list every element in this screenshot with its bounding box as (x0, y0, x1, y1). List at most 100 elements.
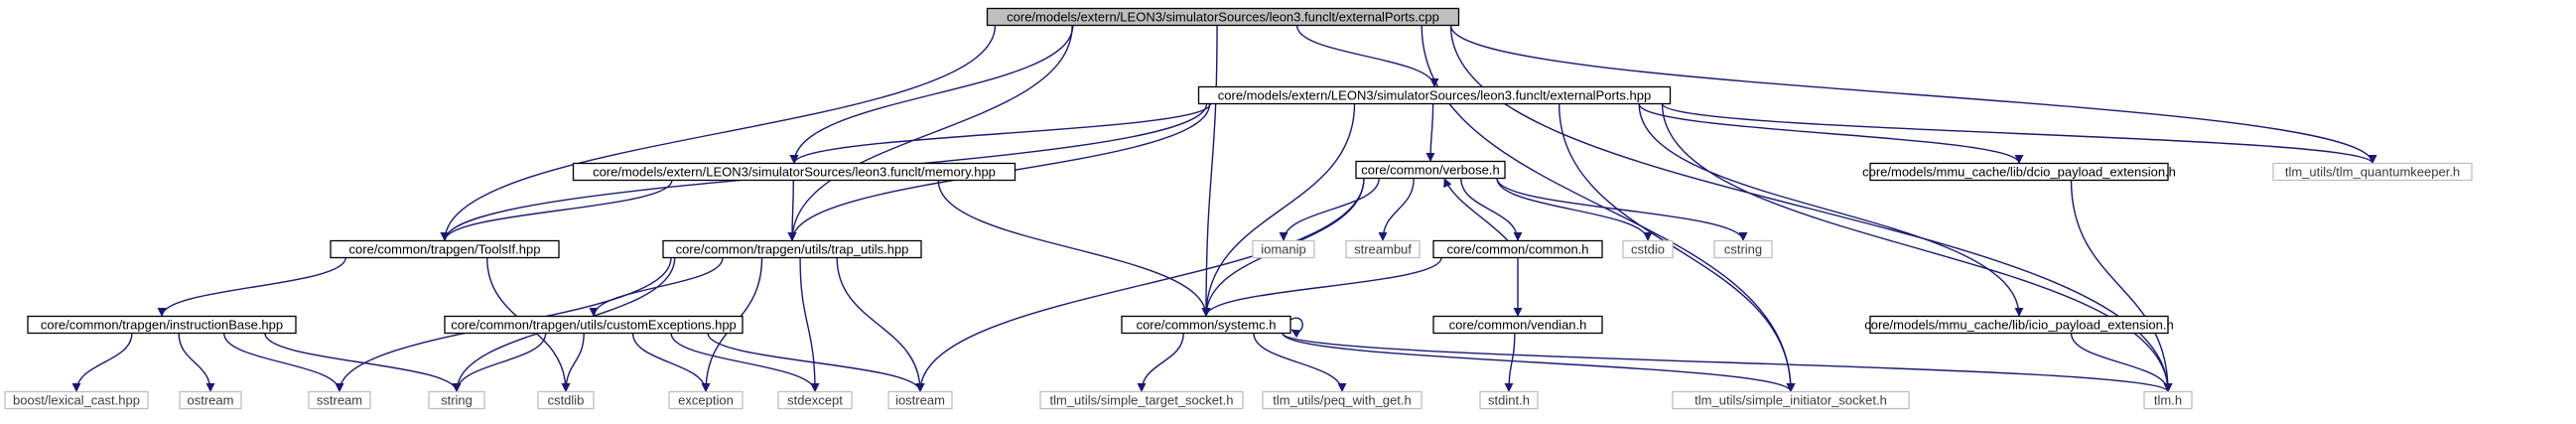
edge (787, 25, 1073, 241)
node-tlm-quantumkeeper-h: tlm_utils/tlm_quantumkeeper.h (2272, 162, 2473, 182)
node-instructionbase-hpp[interactable]: core/common/trapgen/instructionBase.hpp (27, 315, 297, 335)
edge-externalports-cpp-to-memory-hpp (789, 25, 1074, 164)
edge (915, 178, 1365, 392)
node-customexceptions-hpp[interactable]: core/common/trapgen/utils/customExceptio… (444, 315, 744, 335)
node-label: boost/lexical_cast.hpp (13, 393, 140, 408)
edge-customexceptions-hpp-to-iostream (707, 333, 925, 392)
edge-verbose-h-to-iomanip (1279, 178, 1380, 241)
node-label: cstdio (1631, 242, 1665, 257)
edge (222, 333, 344, 392)
edge (1558, 103, 1796, 392)
edge (440, 180, 673, 241)
node-label: iostream (895, 393, 945, 408)
node-memory-hpp[interactable]: core/models/extern/LEON3/simulatorSource… (572, 162, 1017, 182)
edge (1496, 178, 1748, 241)
node-vendian-h[interactable]: core/common/vendian.h (1432, 315, 1603, 335)
node-label: core/models/extern/LEON3/simulatorSource… (1218, 88, 1651, 103)
node-label: ostream (188, 393, 234, 408)
node-label: core/models/extern/LEON3/simulatorSource… (593, 165, 996, 180)
edge-externalports-cpp-to-externalports-hpp (1295, 25, 1439, 87)
edge-memory-hpp-to-toolsif-hpp (440, 180, 673, 241)
edge (1443, 178, 1509, 241)
edge (1661, 103, 2173, 392)
edge (1378, 178, 1415, 241)
edge (1289, 317, 1303, 339)
node-verbose-h[interactable]: core/common/verbose.h (1355, 160, 1506, 180)
node-label: core/common/common.h (1446, 242, 1588, 257)
node-externalports-cpp[interactable]: core/models/extern/LEON3/simulatorSource… (986, 7, 1460, 27)
node-systemc-h[interactable]: core/common/systemc.h (1121, 315, 1291, 335)
node-box (887, 390, 953, 410)
edge-externalports-hpp-to-icio-payload-h (1638, 103, 2024, 317)
edge (1282, 333, 1796, 392)
node-stdexcept: stdexcept (777, 390, 853, 410)
edge-systemc-h-to-simple-initiator-socket (1282, 333, 1796, 392)
node-box (1479, 390, 1539, 410)
edge (789, 25, 1074, 164)
edge-externalports-cpp-to-tlm-h (1449, 25, 2173, 392)
edge-verbose-h-to-cstdio (1496, 178, 1653, 241)
node-box (537, 390, 595, 410)
edge (1504, 333, 1516, 392)
edge-customexceptions-hpp-to-exception (631, 333, 711, 392)
edge-dcio-payload-h-to-tlm-h (2070, 180, 2173, 392)
node-box (428, 390, 485, 410)
edge-systemc-h-to-tlm-h (1282, 332, 2173, 393)
node-ostream: ostream (179, 390, 242, 410)
node-label: streambuf (1354, 242, 1412, 257)
node-externalports-hpp[interactable]: core/models/extern/LEON3/simulatorSource… (1197, 85, 1672, 105)
edge-externalports-hpp-to-memory-hpp (789, 103, 1211, 164)
node-label: core/models/extern/LEON3/simulatorSource… (1007, 10, 1439, 25)
edge (1201, 25, 1218, 317)
edge (264, 333, 462, 392)
node-box (179, 390, 242, 410)
node-common-h[interactable]: core/common/common.h (1432, 239, 1603, 259)
edge-customexceptions-hpp-to-string (452, 333, 547, 392)
node-box (777, 390, 853, 410)
edge (1638, 103, 2024, 164)
node-box (308, 390, 371, 410)
node-label: core/common/vendian.h (1449, 318, 1587, 333)
edge (452, 333, 547, 392)
edge-externalports-cpp-to-toolsif-hpp (440, 25, 997, 241)
node-box (668, 390, 744, 410)
edge (937, 180, 1211, 317)
edge-vendian-h-to-stdint-h (1504, 333, 1516, 392)
edge (1449, 25, 2377, 164)
node-cstring: cstring (1713, 239, 1773, 259)
edge-systemc-h-to-simple-target-socket (1137, 333, 1184, 392)
node-box (1252, 239, 1315, 259)
edge (1496, 178, 1653, 241)
node-label: tlm_utils/peq_with_get.h (1273, 393, 1411, 408)
edge-memory-hpp-to-trap-utils-hpp (787, 180, 797, 241)
node-simple-target-socket: tlm_utils/simple_target_socket.h (1039, 390, 1244, 410)
node-icio-payload-h[interactable]: core/models/mmu_cache/lib/icio_payload_e… (1864, 315, 2174, 335)
node-box (1355, 160, 1506, 180)
edge-verbose-h-to-cstring (1496, 178, 1748, 241)
node-label: core/common/trapgen/utils/trap_utils.hpp (676, 242, 909, 257)
edge (1449, 25, 2173, 392)
edge-toolsif-hpp-to-instructionbase-hpp (157, 257, 346, 317)
edge (2070, 180, 2173, 392)
node-toolsif-hpp[interactable]: core/common/trapgen/ToolsIf.hpp (330, 239, 560, 259)
edge-customexceptions-hpp-to-cstdlib (561, 333, 585, 392)
edge-trap-utils-hpp-to-stdexcept (799, 257, 820, 392)
edge (1201, 103, 1356, 317)
edge (789, 103, 1211, 164)
node-box (1197, 85, 1672, 105)
edge-externalports-hpp-to-tlm-h (1661, 103, 2173, 392)
node-box (1869, 162, 2169, 182)
edge-verbose-h-to-common-h (1460, 178, 1523, 241)
node-box (1432, 315, 1603, 335)
edge-verbose-h-to-iostream (915, 178, 1365, 392)
node-label: cstring (1724, 242, 1762, 257)
node-dcio-payload-h[interactable]: core/models/mmu_cache/lib/dcio_payload_e… (1862, 162, 2176, 182)
node-box (662, 239, 922, 259)
edge-externalports-hpp-to-systemc-h (1201, 103, 1356, 317)
node-box (330, 239, 560, 259)
node-tlm-h: tlm.h (2143, 390, 2193, 410)
node-trap-utils-hpp[interactable]: core/common/trapgen/utils/trap_utils.hpp (662, 239, 922, 259)
edge (787, 180, 797, 241)
node-label: string (441, 393, 473, 408)
